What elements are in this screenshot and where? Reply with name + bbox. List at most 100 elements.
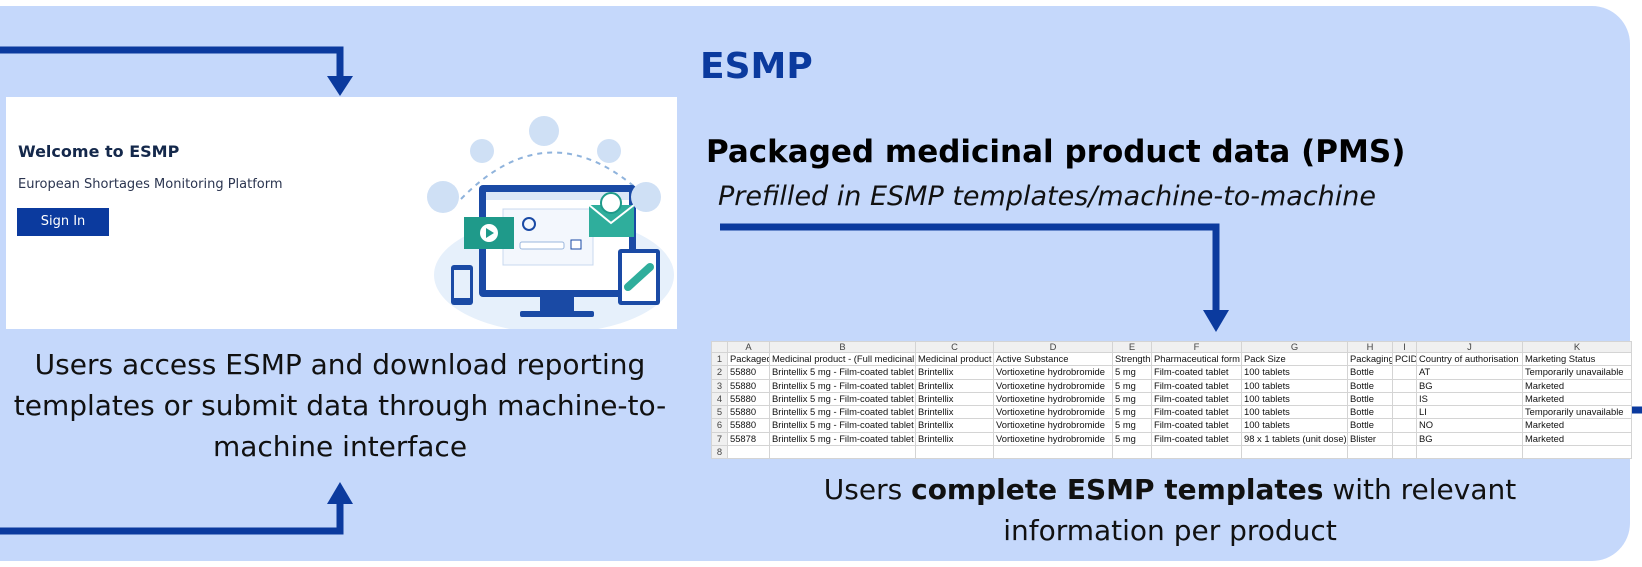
table-cell[interactable]: 55880 [727, 365, 770, 380]
header-cell[interactable]: Medicinal product - (Full medicinal [769, 351, 916, 367]
table-cell[interactable]: 5 mg [1112, 431, 1152, 446]
table-cell[interactable] [1392, 378, 1417, 393]
table-cell[interactable]: 100 tablets [1241, 418, 1348, 433]
table-cell[interactable] [1392, 391, 1417, 407]
column-letter[interactable]: D [993, 341, 1113, 353]
header-cell[interactable]: PCID [1392, 351, 1417, 367]
column-letter[interactable]: F [1151, 341, 1242, 353]
table-cell[interactable]: Brintellix 5 mg - Film-coated tablet [769, 404, 916, 420]
table-cell[interactable]: Film-coated tablet [1151, 378, 1242, 393]
row-number[interactable]: 6 [711, 418, 728, 433]
column-letter[interactable]: C [915, 341, 994, 353]
table-cell[interactable]: 55880 [727, 404, 770, 420]
table-cell[interactable]: Bottle [1347, 404, 1393, 420]
table-cell[interactable]: Brintellix [915, 418, 994, 433]
table-cell[interactable]: Temporarily unavailable [1522, 404, 1632, 420]
table-cell[interactable]: Vortioxetine hydrobromide [993, 404, 1113, 420]
table-cell[interactable]: Brintellix 5 mg - Film-coated tablet [769, 431, 916, 446]
column-letter[interactable]: G [1241, 341, 1348, 353]
table-cell[interactable]: Film-coated tablet [1151, 404, 1242, 420]
row-number[interactable]: 4 [711, 391, 728, 407]
column-letter[interactable]: E [1112, 341, 1152, 353]
table-cell[interactable] [1392, 404, 1417, 420]
table-cell[interactable] [1151, 444, 1242, 460]
table-cell[interactable]: Marketed [1522, 431, 1632, 446]
table-cell[interactable]: Brintellix [915, 404, 994, 420]
column-letter[interactable]: B [769, 341, 916, 353]
table-cell[interactable]: 5 mg [1112, 378, 1152, 393]
header-cell[interactable]: Pharmaceutical form [1151, 351, 1242, 367]
table-cell[interactable]: BG [1416, 378, 1523, 393]
table-cell[interactable]: 98 x 1 tablets (unit dose) [1241, 431, 1348, 446]
table-cell[interactable]: Film-coated tablet [1151, 431, 1242, 446]
header-cell[interactable]: Pack Size [1241, 351, 1348, 367]
table-cell[interactable] [1416, 444, 1523, 460]
table-cell[interactable]: Brintellix [915, 431, 994, 446]
sign-in-button[interactable]: Sign In [17, 208, 109, 236]
table-cell[interactable]: Film-coated tablet [1151, 365, 1242, 380]
table-cell[interactable]: 55880 [727, 391, 770, 407]
table-cell[interactable]: Brintellix 5 mg - Film-coated tablet [769, 378, 916, 393]
table-cell[interactable]: Marketed [1522, 378, 1632, 393]
table-cell[interactable] [1112, 444, 1152, 460]
table-cell[interactable]: 55880 [727, 378, 770, 393]
table-cell[interactable]: Vortioxetine hydrobromide [993, 365, 1113, 380]
table-cell[interactable]: 100 tablets [1241, 391, 1348, 407]
column-letter[interactable]: A [727, 341, 770, 353]
column-letter[interactable]: K [1522, 341, 1632, 353]
table-cell[interactable]: Film-coated tablet [1151, 418, 1242, 433]
table-cell[interactable]: Brintellix 5 mg - Film-coated tablet [769, 391, 916, 407]
header-cell[interactable]: Active Substance [993, 351, 1113, 367]
table-cell[interactable]: NO [1416, 418, 1523, 433]
table-cell[interactable] [727, 444, 770, 460]
table-cell[interactable] [1392, 444, 1417, 460]
table-cell[interactable] [915, 444, 994, 460]
row-number[interactable]: 8 [711, 444, 728, 460]
table-cell[interactable] [1392, 431, 1417, 446]
table-cell[interactable] [1241, 444, 1348, 460]
header-cell[interactable]: Strength [1112, 351, 1152, 367]
table-cell[interactable]: LI [1416, 404, 1523, 420]
table-cell[interactable]: Marketed [1522, 391, 1632, 407]
table-cell[interactable]: Marketed [1522, 418, 1632, 433]
table-cell[interactable]: AT [1416, 365, 1523, 380]
table-cell[interactable] [1522, 444, 1632, 460]
table-cell[interactable]: 5 mg [1112, 365, 1152, 380]
table-cell[interactable] [769, 444, 916, 460]
table-cell[interactable]: BG [1416, 431, 1523, 446]
table-cell[interactable] [1392, 418, 1417, 433]
table-cell[interactable]: Brintellix 5 mg - Film-coated tablet [769, 418, 916, 433]
header-cell[interactable]: Packaging [1347, 351, 1393, 367]
row-number[interactable]: 7 [711, 431, 728, 446]
table-cell[interactable]: Bottle [1347, 391, 1393, 407]
table-cell[interactable] [1392, 365, 1417, 380]
table-cell[interactable]: Brintellix [915, 365, 994, 380]
table-cell[interactable]: Bottle [1347, 378, 1393, 393]
table-cell[interactable]: Brintellix [915, 378, 994, 393]
row-number[interactable]: 2 [711, 365, 728, 380]
table-cell[interactable]: Brintellix [915, 391, 994, 407]
table-cell[interactable]: IS [1416, 391, 1523, 407]
table-cell[interactable] [1347, 444, 1393, 460]
table-cell[interactable]: 5 mg [1112, 418, 1152, 433]
table-cell[interactable]: 5 mg [1112, 404, 1152, 420]
table-cell[interactable]: Temporarily unavailable [1522, 365, 1632, 380]
header-cell[interactable]: Marketing Status [1522, 351, 1632, 367]
table-cell[interactable]: Vortioxetine hydrobromide [993, 378, 1113, 393]
row-number[interactable]: 1 [711, 351, 728, 367]
table-cell[interactable]: Blister [1347, 431, 1393, 446]
table-cell[interactable]: 100 tablets [1241, 365, 1348, 380]
table-cell[interactable]: 100 tablets [1241, 378, 1348, 393]
column-letter[interactable]: H [1347, 341, 1393, 353]
header-cell[interactable]: Country of authorisation [1416, 351, 1523, 367]
table-cell[interactable]: Bottle [1347, 418, 1393, 433]
header-cell[interactable]: Medicinal product [915, 351, 994, 367]
table-cell[interactable]: Film-coated tablet [1151, 391, 1242, 407]
row-number[interactable]: 5 [711, 404, 728, 420]
table-cell[interactable]: 55880 [727, 418, 770, 433]
table-cell[interactable] [993, 444, 1113, 460]
table-cell[interactable]: Vortioxetine hydrobromide [993, 431, 1113, 446]
table-cell[interactable]: Bottle [1347, 365, 1393, 380]
table-cell[interactable]: 55878 [727, 431, 770, 446]
table-cell[interactable]: Vortioxetine hydrobromide [993, 391, 1113, 407]
